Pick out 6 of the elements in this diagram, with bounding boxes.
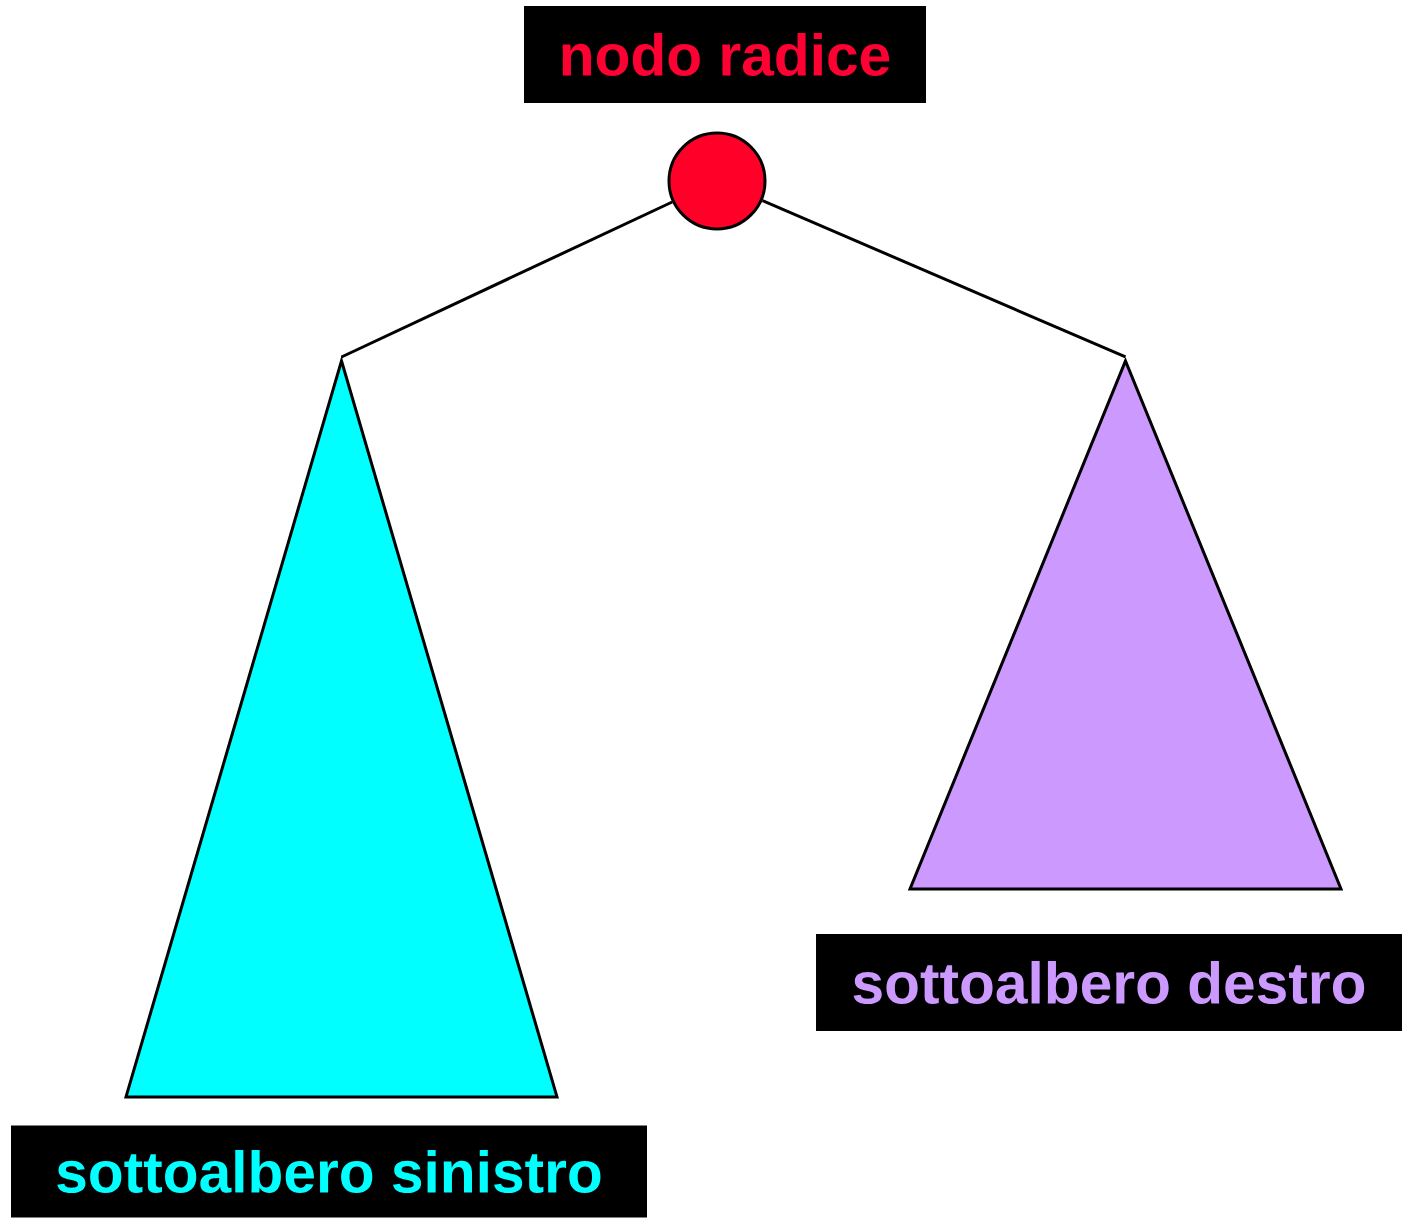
label-box: sottoalbero destro bbox=[816, 934, 1402, 1031]
label-box: sottoalbero sinistro bbox=[11, 1125, 647, 1218]
edge-line bbox=[761, 199, 1127, 359]
root-circle bbox=[667, 131, 767, 231]
edge-line bbox=[340, 200, 673, 359]
label-box: nodo radice bbox=[524, 6, 926, 103]
